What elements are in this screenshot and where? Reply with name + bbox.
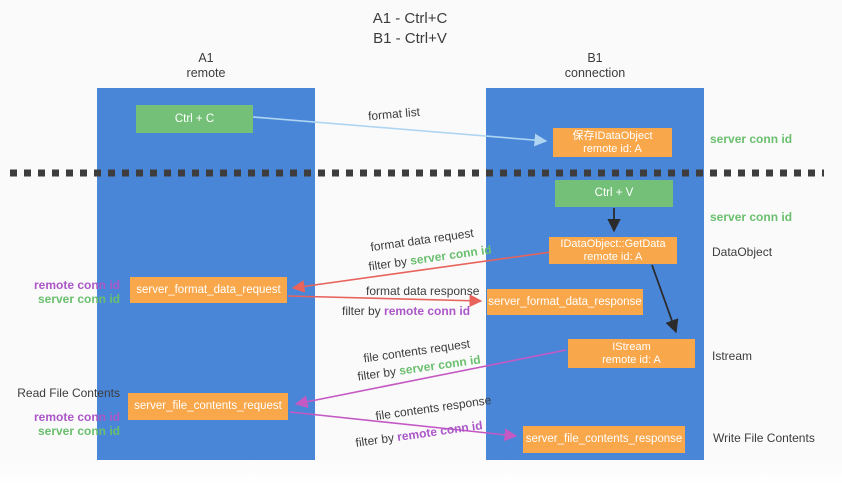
node-save-dataobject-line2: remote id: A [583, 142, 642, 155]
node-getdata-line2: remote id: A [583, 250, 643, 263]
label-read-file-contents: Read File Contents [17, 386, 120, 400]
node-save-dataobject: 保存IDataObject remote id: A [553, 128, 672, 157]
node-istream-line1: IStream [612, 340, 651, 353]
column-header-a1: A1 remote [146, 51, 266, 81]
node-ctrl-v: Ctrl + V [555, 180, 673, 207]
label-server-conn-id-left-2: server conn id [37, 424, 120, 438]
node-save-dataobject-line1: 保存IDataObject [572, 129, 653, 142]
filter-by-text: filter by [342, 304, 381, 318]
filter-by-text: filter by [367, 254, 408, 274]
node-getdata-line1: IDataObject::GetData [560, 237, 666, 250]
node-ctrl-c-label: Ctrl + C [174, 112, 215, 125]
remote-conn-id-text: remote conn id [384, 304, 471, 318]
filter-by-text: filter by [354, 430, 395, 450]
node-ctrl-v-label: Ctrl + V [594, 187, 634, 199]
node-ctrl-c: Ctrl + C [136, 105, 253, 133]
column-a1-role: remote [186, 66, 226, 80]
label-remote-conn-id-left-1: remote conn id [33, 278, 120, 292]
column-a1-name: A1 [198, 51, 214, 65]
label-remote-conn-id-left-2: remote conn id [33, 410, 120, 424]
node-server-file-contents-response: server_file_contents_response [523, 426, 685, 453]
node-getdata: IDataObject::GetData remote id: A [549, 237, 677, 264]
column-b1-role: connection [564, 66, 626, 80]
label-filter-by-remote-conn-id-1: filter by remote conn id [342, 304, 470, 318]
label-server-conn-id-left-1: server conn id [37, 292, 120, 306]
label-format-data-response: format data response [366, 284, 480, 298]
node-istream: IStream remote id: A [568, 339, 695, 368]
node-server-format-data-request: server_format_data_request [130, 277, 287, 303]
node-server-file-contents-request: server_file_contents_request [128, 393, 288, 420]
label-server-conn-id-right-1: server conn id [710, 132, 793, 146]
node-server-format-data-request-label: server_format_data_request [136, 283, 281, 296]
label-write-file-contents: Write File Contents [713, 431, 815, 445]
node-server-file-contents-request-label: server_file_contents_request [134, 400, 282, 412]
label-filter-by-remote-conn-id-2: filter by remote conn id [355, 418, 484, 450]
label-istream-side: Istream [712, 349, 753, 363]
filter-by-text: filter by [356, 364, 397, 384]
label-server-conn-id-right-2: server conn id [710, 210, 793, 224]
title-line-2: B1 - Ctrl+V [373, 30, 447, 47]
node-istream-line2: remote id: A [602, 353, 661, 366]
node-server-file-contents-response-label: server_file_contents_response [525, 433, 683, 445]
column-b1-name: B1 [587, 51, 603, 65]
label-format-list: format list [367, 104, 421, 124]
title-line-1: A1 - Ctrl+C [372, 10, 448, 27]
remote-conn-id-text: remote conn id [396, 418, 484, 444]
column-header-b1: B1 connection [535, 51, 655, 81]
label-dataobject: DataObject [712, 245, 773, 259]
node-server-format-data-response-label: server_format_data_response [488, 295, 642, 308]
node-server-format-data-response: server_format_data_response [487, 289, 643, 315]
diagram-title: A1 - Ctrl+C B1 - Ctrl+V [330, 9, 490, 49]
